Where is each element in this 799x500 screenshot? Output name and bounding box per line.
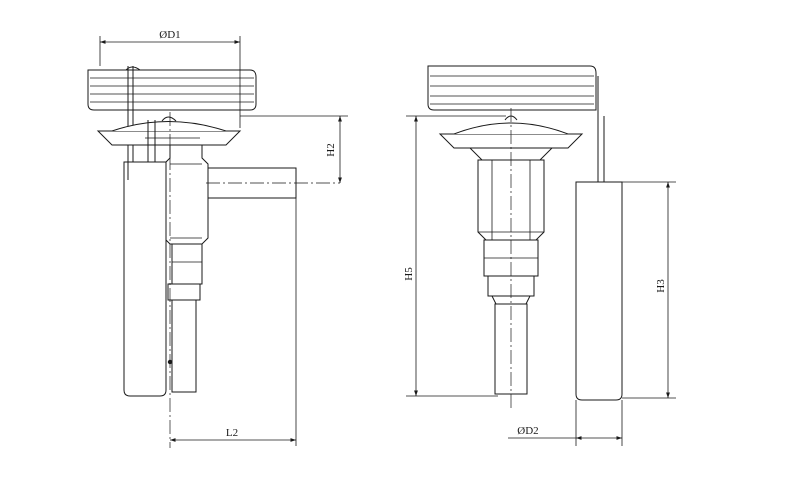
- left-diaphragm-head: [96, 116, 242, 146]
- right-capillary-coil: [427, 65, 605, 182]
- dimension-h2: H2: [240, 115, 348, 183]
- right-diaphragm-head: [438, 115, 584, 161]
- left-sensing-bulb: [123, 120, 173, 397]
- right-view: H5 H3 ØD2: [403, 65, 676, 446]
- h5-label: H5: [403, 267, 415, 281]
- right-sensing-bulb: [575, 181, 623, 401]
- dimension-l2: L2: [170, 198, 297, 446]
- dimension-d2: ØD2: [508, 400, 623, 446]
- d2-label: ØD2: [517, 425, 538, 437]
- dimension-h3: H3: [622, 181, 676, 399]
- dimension-h5: H5: [403, 115, 506, 397]
- d1-label: ØD1: [159, 29, 180, 41]
- h3-label: H3: [655, 279, 667, 293]
- left-capillary-coil: [87, 66, 257, 165]
- left-view: ØD1 H2 L2: [87, 29, 348, 448]
- h2-label: H2: [325, 143, 337, 156]
- dimension-d1: ØD1: [99, 29, 241, 128]
- left-valve-body: [163, 144, 209, 393]
- l2-label: L2: [226, 427, 238, 439]
